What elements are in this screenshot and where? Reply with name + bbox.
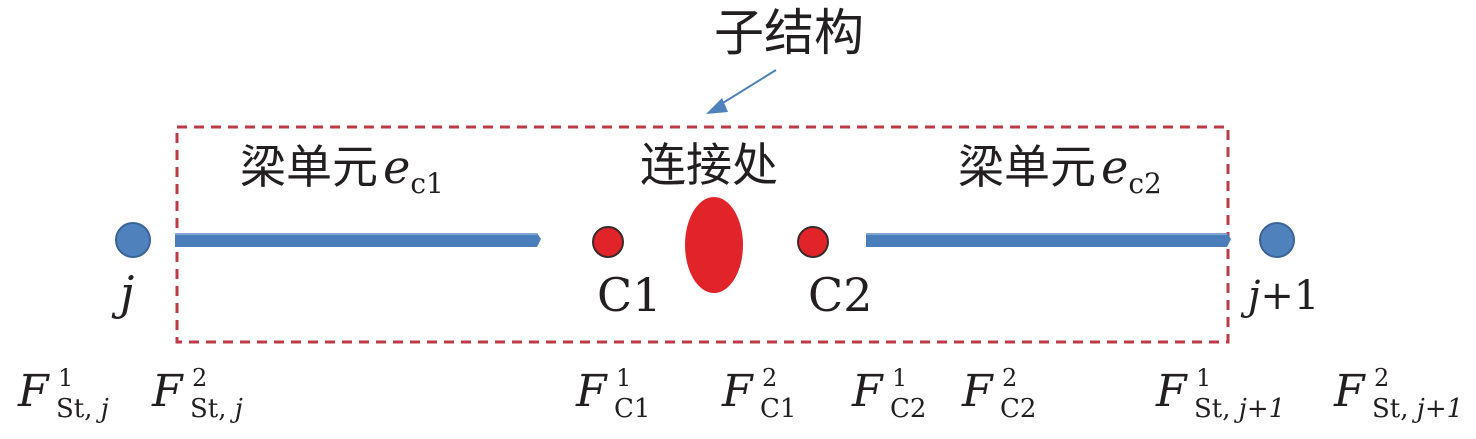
connection-label: 连接处 <box>640 138 778 192</box>
force-sup: 1 <box>892 364 908 392</box>
force-sub: C2 <box>1000 394 1037 424</box>
force-sup: 2 <box>762 364 778 392</box>
beam-left <box>175 233 541 247</box>
beam-right-prefix: 梁单元 <box>958 140 1096 194</box>
beam-right-sub: c2 <box>1128 167 1162 200</box>
beam-left-sub: c1 <box>410 167 444 200</box>
arrow-head <box>706 98 728 114</box>
node-j1-label: j+1 <box>1248 276 1319 316</box>
node-j1 <box>1259 222 1295 258</box>
beam-right-label: 梁单元 ec2 <box>958 144 1162 198</box>
substructure-label: 子结构 <box>714 4 864 62</box>
force-sub: C2 <box>890 394 927 424</box>
node-c2 <box>797 226 829 258</box>
force-sup: 1 <box>1196 364 1212 392</box>
beam-right-var: e <box>1101 140 1129 194</box>
force-sup: 2 <box>1374 364 1390 392</box>
beam-right <box>866 233 1231 247</box>
force-sup: 1 <box>616 364 632 392</box>
force-sup: 2 <box>1002 364 1018 392</box>
force-sub: St, j+1 <box>1194 394 1286 424</box>
beam-left-var: e <box>383 140 411 194</box>
node-c1-label: C1 <box>597 268 662 322</box>
force-sub: St, j <box>56 394 109 424</box>
node-c1 <box>592 226 624 258</box>
node-j <box>115 222 151 258</box>
force-sub: C1 <box>614 394 651 424</box>
force-sub: St, j <box>190 394 243 424</box>
force-sub: St, j+1 <box>1372 394 1464 424</box>
connection-ellipse <box>685 197 743 293</box>
node-j1-var: j <box>1248 273 1261 319</box>
node-c2-label: C2 <box>808 268 873 322</box>
beam-left-label: 梁单元 ec1 <box>240 144 444 198</box>
beam-left-prefix: 梁单元 <box>240 140 378 194</box>
substructure-arrow <box>717 69 777 107</box>
node-j-label: j <box>120 266 135 320</box>
force-sup: 2 <box>192 364 208 392</box>
force-sub: C1 <box>760 394 797 424</box>
node-j1-rest: +1 <box>1260 273 1320 319</box>
force-sup: 1 <box>58 364 74 392</box>
